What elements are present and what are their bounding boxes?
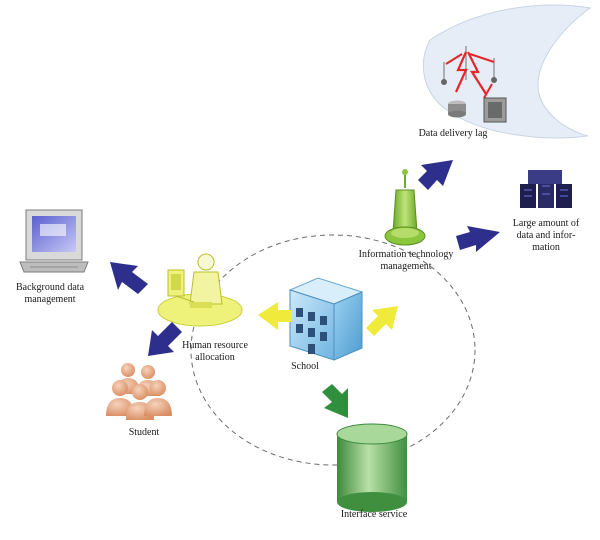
office-worker-icon	[157, 253, 243, 327]
orbit-circle	[190, 234, 476, 466]
arrow-to-student	[148, 322, 182, 356]
large-data-label: Large amount of data and infor- mation	[512, 218, 580, 253]
wireless-network-icon	[422, 4, 592, 139]
arrow-school-to-interface-service	[322, 384, 348, 418]
school-label: School	[291, 361, 319, 372]
arrow-to-background-data	[110, 262, 148, 294]
student-label: Student	[128, 427, 160, 438]
school-building-icon	[288, 277, 364, 361]
interface-service-label: Interface service	[340, 509, 408, 520]
human-resource-label: Human resource allocation	[182, 340, 248, 363]
signal-tower-icon	[384, 169, 426, 246]
computer-monitor-icon	[19, 209, 89, 273]
students-group-icon	[106, 363, 172, 420]
database-cylinder-icon	[336, 423, 408, 512]
arrow-school-to-it-management	[366, 306, 398, 336]
background-data-label: Background data management	[15, 282, 85, 305]
data-delivery-lag-label: Data delivery lag	[418, 128, 488, 139]
it-management-label: Information technology management	[358, 249, 454, 272]
arrow-to-large-data	[456, 226, 500, 252]
arrow-to-data-delivery-lag	[418, 160, 453, 190]
arrow-school-to-human-resource	[258, 302, 292, 330]
server-rack-icon	[520, 170, 572, 208]
